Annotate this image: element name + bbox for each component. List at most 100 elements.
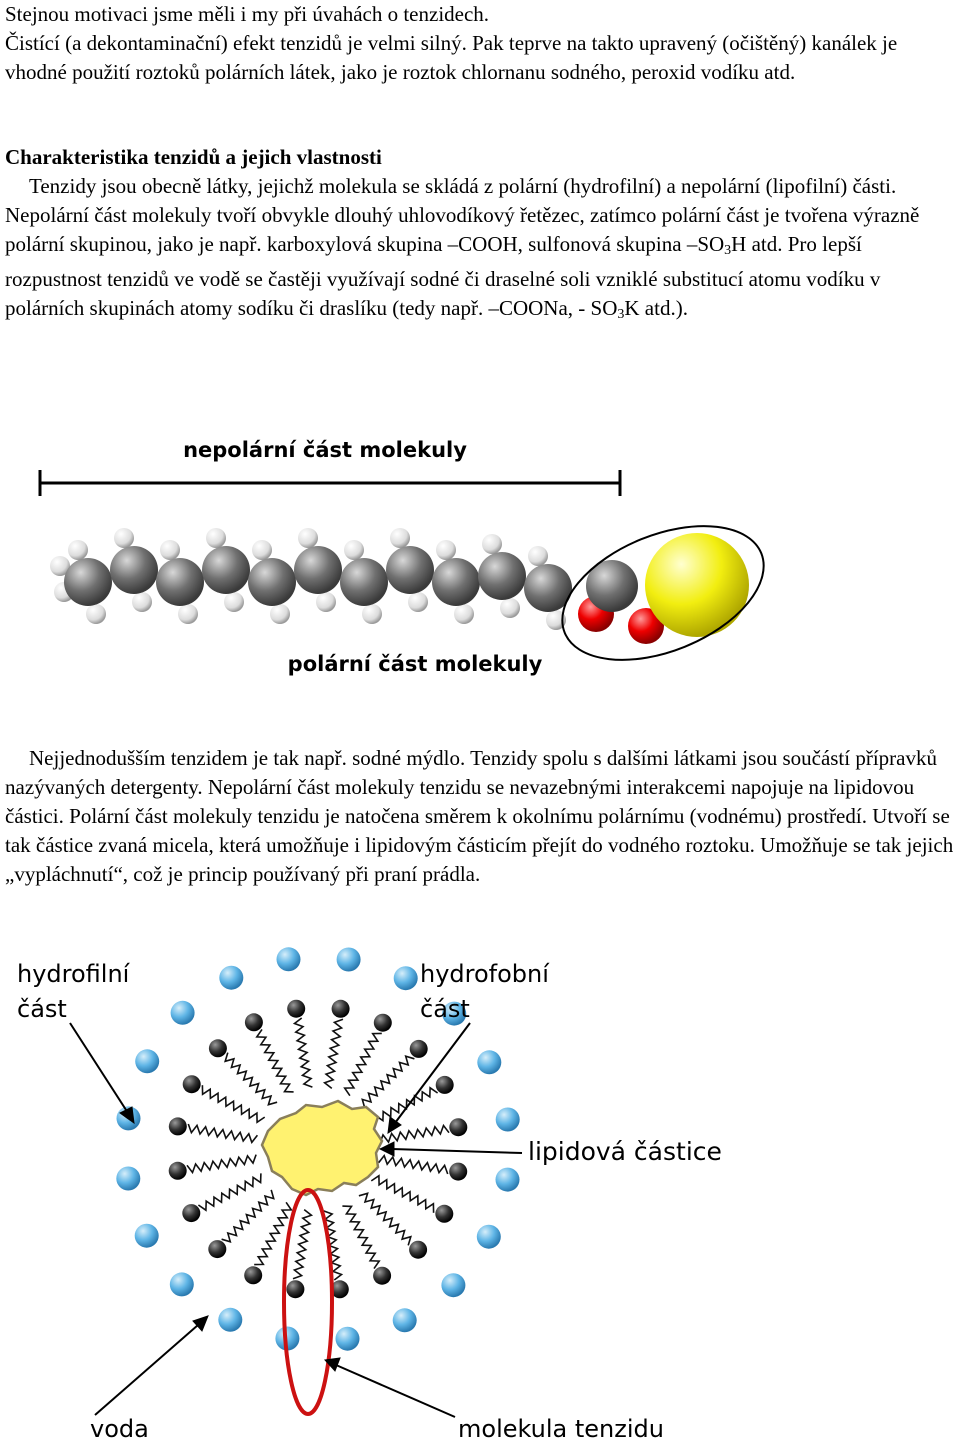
arrow-line [94,1324,199,1416]
arrow-head [119,1106,135,1125]
carbon-atom [64,558,112,606]
section-heading: Charakteristika tenzidů a jejich vlastno… [5,145,382,169]
polar-head [182,1204,201,1223]
polar-label: polární část molekuly [288,652,543,676]
carbon-atom [524,564,572,612]
polar-head [286,1280,305,1299]
hydrocarbon-tail [292,1017,313,1088]
polar-head [449,1162,468,1181]
subscript: 3 [617,307,625,322]
hydrogen-atom [160,540,180,560]
water-molecule [169,1272,194,1297]
carbon-chain [50,528,572,630]
hydrocarbon-tail [255,1028,294,1093]
hydrocarbon-tail [224,1052,278,1106]
carbon-atom [386,546,434,594]
water-molecule [495,1107,520,1132]
hydrogen-atom [408,592,428,612]
paragraph-text: H atd. Pro lepší rozpustnost tenzidů ve … [5,232,881,320]
water-molecule [335,1326,360,1351]
paragraph-text: Tenzidy jsou obecně látky, jejichž molek… [5,174,920,256]
water-molecule [442,1001,467,1026]
hydrocarbon-tail [379,1123,450,1144]
hydrogen-atom [454,604,474,624]
carbon-atom [110,546,158,594]
intro-paragraph: Čistící (a dekontaminační) efekt tenzidů… [5,31,898,84]
polar-head [449,1118,468,1137]
intro-line: Stejnou motivaci jsme měli i my při úvah… [5,2,490,26]
hydrogen-atom [132,592,152,612]
highlighted-molecule-ellipse [282,1188,334,1416]
hydrocarbon-tail [197,1173,262,1212]
pointer-arrows [69,1022,523,1418]
hydrogen-atom [68,540,88,560]
oxygen-atom [628,608,664,644]
hydrocarbon-tail [292,1208,314,1280]
hydrocarbon-tail [322,1018,344,1090]
polar-head [331,999,350,1018]
water-molecule [135,1049,160,1074]
water-molecule [393,966,418,991]
detergent-paragraph: Nejjednodušším tenzidem je tak např. sod… [5,746,954,886]
surfactant-molecule-figure: nepolární část molekuly polární část mol… [38,438,765,676]
hydrocarbon-tail [377,1153,449,1175]
hydrocarbon-tail [186,1154,257,1175]
micelle-diagram: hydrofilní část hydrofobní část lipidová… [17,947,722,1443]
hydrogen-atom [206,528,226,548]
lipid-particle [260,1099,384,1197]
water-label: voda [90,1415,149,1443]
hydrogen-atom [500,598,520,618]
hydrogen-atom [50,556,70,576]
polar-head [287,999,306,1018]
polar-head [208,1039,227,1058]
polar-head [373,1266,392,1285]
hydrocarbon-tail [254,1201,293,1266]
hydrogen-atom [390,528,410,548]
water-molecule [219,965,244,990]
water-molecule [134,1223,159,1248]
polar-head [373,1013,392,1032]
hydrogen-atom [528,546,548,566]
carbon-atom [294,546,342,594]
polar-head [435,1075,454,1094]
water-molecule [476,1224,501,1249]
hydrocarbon-tail [370,1174,435,1213]
hydrocarbon-tail [187,1123,259,1145]
polar-part-ellipse [561,525,765,661]
water-molecule [336,947,361,972]
water-molecule [170,1000,195,1025]
polar-head [330,1280,349,1299]
water-molecule [275,1326,300,1351]
hydrogen-atom [270,604,290,624]
subscript: 3 [724,243,732,258]
arrow-line [394,1022,471,1124]
hydrogen-atom [252,540,272,560]
hydrogen-atom [436,540,456,560]
hydrocarbon-tail [358,1192,412,1246]
hydrocarbon-tail [201,1085,266,1124]
hydrophilic-label: hydrofilní [17,960,131,988]
polar-head [435,1204,454,1223]
hydrocarbon-tail [361,1055,415,1109]
arrow-head [323,1357,341,1372]
hydrogen-atom [224,592,244,612]
carbon-atom [202,546,250,594]
section-paragraph: Tenzidy jsou obecně látky, jejichž molek… [5,172,955,329]
nonpolar-label: nepolární část molekuly [183,438,467,462]
arrow-line [69,1022,129,1114]
arrow-head [387,1116,402,1134]
polar-head [168,1117,187,1136]
arrow-head [192,1315,209,1332]
hydrogen-atom [114,528,134,548]
hydrocarbon-tail [342,1205,381,1270]
carbon-atom [248,558,296,606]
carbon-atom [478,552,526,600]
polar-head [168,1161,187,1180]
polar-head [244,1013,263,1032]
carbon-atom [340,558,388,606]
hydrophobic-label: hydrofobní [420,960,550,988]
water-molecule [495,1167,520,1192]
hydrocarbon-tail [374,1086,439,1125]
sodium-atom [645,533,749,637]
